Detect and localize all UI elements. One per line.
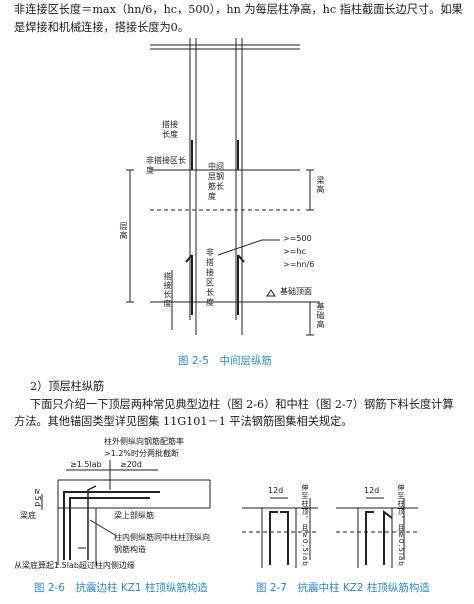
label-ratio-2: >1.2%时分两批截断 [104,449,180,458]
label-cond-hc: >=hc [283,247,306,256]
intro-line-2: 是焊接和机械连接，搭接长度为0。 [14,21,189,34]
section-body-line-1: 下面只介绍一下顶层两种常见典型边柱（图 2-6）和中柱（图 2-7）钢筋下料长度… [30,398,454,411]
section-heading: 2）顶层柱纵筋 [30,380,105,393]
label-inner-1: 柱内侧纵筋同中柱柱顶纵向 [114,533,210,542]
label-extend-left: 伸至柱顶，且≥0.5lab [301,484,309,567]
label-note: 从梁底算起1.5lab超过柱内侧边缘 [14,561,135,570]
label-cond-hn6: >=hn/6 [283,260,315,269]
label-ratio-1: 柱外侧纵向钢筋配筋率 [104,437,184,446]
label-beam-height: 梁高 [316,176,325,194]
label-lap-top: 搭接长度 [162,120,178,139]
label-12d-right: 12d [364,486,380,495]
figure-2-5-caption: 图 2-5 中间层纵筋 [178,355,272,367]
label-extend-right: 伸至柱顶，且≥0.5lab [397,484,405,567]
label-beam-bottom: 梁底 [20,511,36,520]
intro-line-1: 非连接区长度＝max（hn/6，hc，500），hn 为每层柱净高，hc 指柱截… [14,3,463,16]
label-lap-bottom: 搭接长度 [163,272,172,308]
figure-2-7-caption: 图 2-7 抗震中柱 KZ2 柱顶纵筋构造 [256,582,430,594]
label-floor-height: 层高 [119,222,128,240]
label-non-lap-top: 非搭接区长度 [146,156,186,175]
label-inner-2: 钢筋构造 [114,545,146,554]
figure-2-6-caption: 图 2-6 抗震边柱 KZ1 柱顶纵筋构造 [34,582,208,594]
section-body-line-2: 方法。其他锚固类型详见图集 11G101－1 平法钢筋图集相关规定。 [14,415,353,428]
label-len-20d: ≥20d [120,460,142,469]
label-mid-rebar: 中间层钢筋长度 [208,162,224,201]
label-12d-left: 12d [268,486,284,495]
label-beam-top-rebar: 梁上部纵筋 [114,511,154,520]
label-len-1-5lab: ≥1.5lab [70,460,102,469]
label-len-5d: ≥5d [33,488,42,508]
label-non-lap-bottom: 非搭接区长度 [206,248,214,307]
label-cond-500: >=500 [283,234,312,243]
label-foundation-top: 基础顶面 [280,287,312,296]
label-foundation-height: 基础高 [316,302,325,329]
